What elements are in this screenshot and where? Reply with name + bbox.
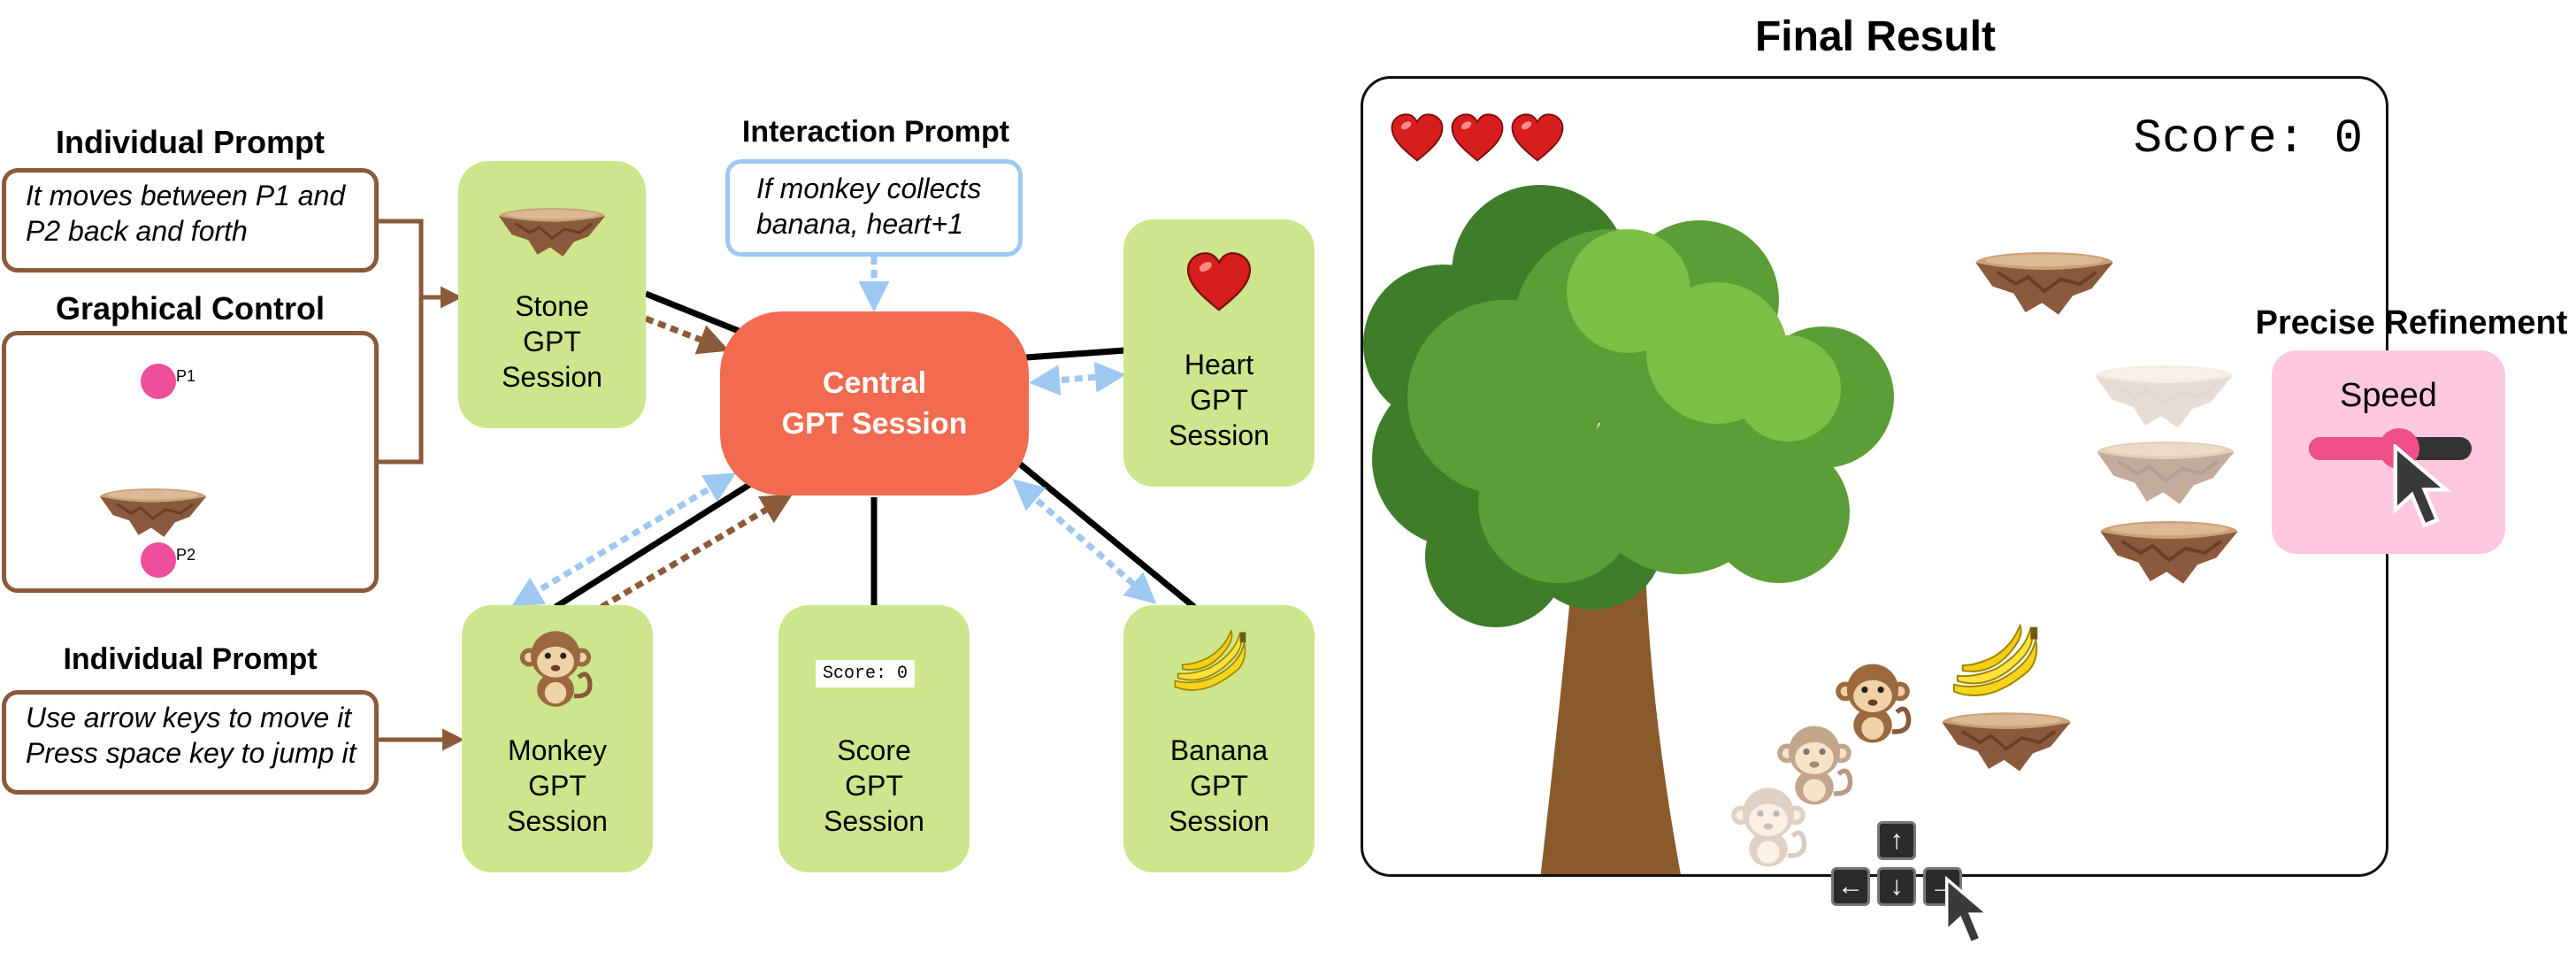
stone-platform-icon <box>1965 249 2124 319</box>
monkey-icon <box>513 626 598 711</box>
cursor-icon <box>2388 444 2468 533</box>
interaction-prompt-title: Interaction Prompt <box>741 115 1010 149</box>
arrow-left-key[interactable]: ← <box>1831 867 1870 906</box>
connector-layer <box>379 219 1197 751</box>
stone-platform-icon <box>1940 707 2073 778</box>
individual-prompt-text-1: It moves between P1 and P2 back and fort… <box>26 180 346 247</box>
individual-prompt-box-1: It moves between P1 and P2 back and fort… <box>2 168 379 273</box>
heart-icon <box>1185 251 1253 313</box>
score-session-label: Score GPT Session <box>824 734 924 837</box>
refinement-title: Precise Refinement <box>2255 304 2568 342</box>
monkey-session-label: Monkey GPT Session <box>507 734 608 837</box>
individual-prompt-title-2: Individual Prompt <box>63 642 318 676</box>
interaction-prompt-box: If monkey collects banana, heart+1 <box>725 159 1023 257</box>
score-preview: Score: 0 <box>816 660 916 687</box>
interaction-prompt-text: If monkey collects banana, heart+1 <box>756 173 982 240</box>
p2-handle[interactable] <box>141 542 176 578</box>
banana-session-label: Banana GPT Session <box>1169 734 1269 837</box>
heart-icon <box>1390 112 1445 164</box>
monkey-gpt-session: Monkey GPT Session <box>462 605 653 872</box>
individual-prompt-text-2: Use arrow keys to move it Press space ke… <box>26 702 356 769</box>
individual-prompt-box-2: Use arrow keys to move it Press space ke… <box>2 690 379 795</box>
stone-platform-icon <box>2087 518 2251 588</box>
central-session-label: Central GPT Session <box>781 366 968 441</box>
arrow-up-key[interactable]: ↑ <box>1877 821 1916 860</box>
monkey-ghost-icon <box>1724 783 1813 872</box>
banana-icon <box>1945 624 2050 709</box>
final-result-title: Final Result <box>1754 13 1997 60</box>
graphical-control-box[interactable]: P1 P2 <box>2 331 379 593</box>
heart-session-label: Heart GPT Session <box>1169 349 1269 451</box>
stone-gpt-session: Stone GPT Session <box>458 161 646 428</box>
score-gpt-session: Score: 0 Score GPT Session <box>778 605 970 872</box>
p2-label: P2 <box>176 546 196 564</box>
stone-platform-icon <box>98 486 208 541</box>
heart-icon <box>1510 112 1565 164</box>
game-score: Score: 0 <box>2133 112 2363 166</box>
hearts-row <box>1390 112 1565 164</box>
individual-prompt-title-1: Individual Prompt <box>55 124 325 160</box>
stone-platform-ghost-icon <box>2083 438 2248 509</box>
stone-session-label: Stone GPT Session <box>502 290 602 393</box>
p1-label: P1 <box>176 367 196 385</box>
stone-platform-icon <box>497 205 607 260</box>
game-canvas[interactable]: Score: 0 <box>1361 76 2388 877</box>
speed-label: Speed <box>2340 377 2437 414</box>
banana-gpt-session: Banana GPT Session <box>1123 605 1315 872</box>
banana-icon <box>1168 630 1256 701</box>
stone-platform-ghost-icon <box>2082 362 2246 433</box>
p1-handle[interactable] <box>141 364 176 399</box>
tree-icon <box>1363 185 1894 874</box>
heart-gpt-session: Heart GPT Session <box>1123 219 1315 487</box>
arrow-right-key[interactable]: → <box>1923 867 1962 906</box>
graphical-control-title: Graphical Control <box>55 290 326 326</box>
central-gpt-session: Central GPT Session <box>720 311 1029 495</box>
refinement-panel: Speed <box>2272 350 2505 554</box>
cursor-icon <box>1943 876 2005 950</box>
heart-icon <box>1450 112 1505 164</box>
arrow-down-key[interactable]: ↓ <box>1877 867 1916 906</box>
